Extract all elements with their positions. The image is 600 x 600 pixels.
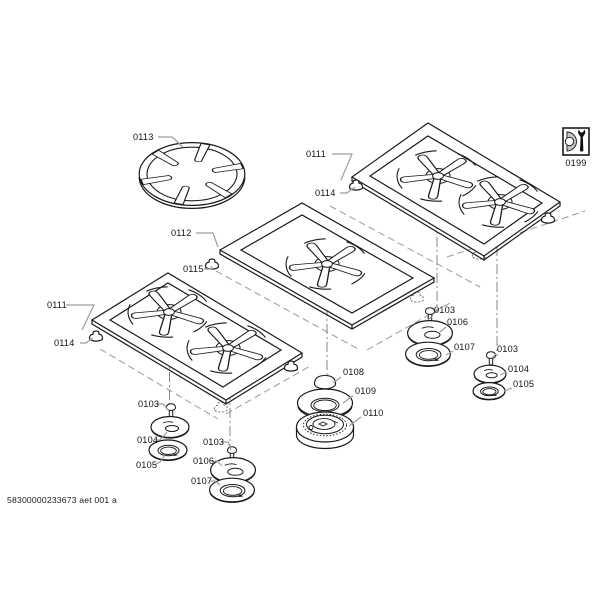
half-disc-hole: [564, 136, 575, 147]
part-label-0111-left[interactable]: 0111: [47, 300, 67, 310]
label-leader-lines: [66, 136, 513, 486]
burner-stack-1: [148, 403, 190, 462]
grate-center: [204, 202, 436, 330]
ghost-foot: [410, 291, 424, 303]
part-label-0107-s4[interactable]: 0107: [454, 342, 475, 352]
projection-ghost-lines: [99, 205, 586, 420]
burner-stack-2: [208, 446, 257, 504]
part-label-0115[interactable]: 0115: [183, 264, 204, 274]
burner-ring-medium: [404, 341, 452, 368]
wrench-icon: [578, 129, 586, 152]
burner-stack-5: [472, 351, 507, 401]
burner-base-large: [295, 411, 355, 450]
part-label-0112[interactable]: 0112: [171, 228, 192, 238]
part-labels: 0113 0111 0114 0112 0115 0111 0114 0103 …: [47, 132, 534, 486]
part-label-0104-s1[interactable]: 0104: [137, 435, 158, 445]
igniter-pin: [486, 351, 496, 366]
part-label-0103-s4[interactable]: 0103: [434, 305, 455, 315]
burner-stack-large: [295, 374, 355, 450]
part-label-0105-s5[interactable]: 0105: [513, 379, 534, 389]
wok-ring-grate: [138, 142, 246, 209]
burner-stack-4: [404, 307, 454, 368]
part-label-0107-s2[interactable]: 0107: [191, 476, 212, 486]
part-label-0103-s2[interactable]: 0103: [203, 437, 224, 447]
part-label-0103-s1[interactable]: 0103: [138, 399, 159, 409]
part-label-0110[interactable]: 0110: [363, 408, 384, 418]
service-icon-label: 0199: [565, 158, 586, 168]
part-label-0114-top[interactable]: 0114: [315, 188, 336, 198]
part-label-0104-s5[interactable]: 0104: [508, 364, 529, 374]
part-label-0114-left[interactable]: 0114: [54, 338, 75, 348]
grate-top-right: [348, 122, 562, 261]
part-label-0111-top[interactable]: 0111: [306, 149, 326, 159]
part-label-0106-s4[interactable]: 0106: [447, 317, 468, 327]
document-code: 58300000233673 aet 001 a: [7, 495, 117, 505]
part-label-0109[interactable]: 0109: [355, 386, 376, 396]
grate-bottom-left: [88, 272, 304, 405]
part-label-0106-s2[interactable]: 0106: [193, 456, 214, 466]
part-label-0105-s1[interactable]: 0105: [136, 460, 157, 470]
burner-ring-small: [472, 382, 506, 401]
part-label-0108[interactable]: 0108: [343, 367, 364, 377]
grate-foot: [540, 212, 556, 224]
part-label-0103-s5[interactable]: 0103: [497, 344, 518, 354]
service-info-icon[interactable]: 0199: [562, 127, 590, 168]
part-label-0113[interactable]: 0113: [133, 132, 154, 142]
